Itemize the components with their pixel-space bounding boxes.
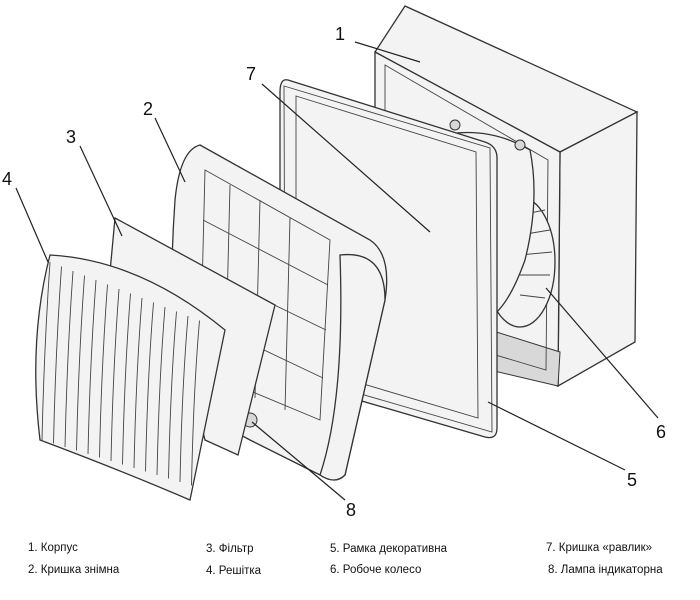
grille-slat bbox=[99, 284, 108, 458]
grille-slat bbox=[191, 320, 200, 486]
grille bbox=[35, 254, 226, 501]
legend-item-6: 6. Робоче колесо bbox=[330, 564, 422, 576]
legend-item-3: 3. Фільтр bbox=[206, 543, 254, 555]
grille-slat bbox=[168, 311, 177, 479]
legend-item-8: 8. Лампа індикаторна bbox=[548, 564, 663, 576]
callout-6: 6 bbox=[656, 422, 666, 442]
legend-item-4: 4. Решітка bbox=[206, 565, 262, 577]
legend-item-2: 2. Кришка знімна bbox=[28, 564, 120, 576]
legend-item-1: 1. Корпус bbox=[28, 542, 78, 554]
callout-7: 7 bbox=[246, 64, 256, 84]
callout-2: 2 bbox=[143, 99, 153, 119]
grille-slat bbox=[64, 270, 74, 448]
leader-lines bbox=[15, 41, 659, 501]
grille-slat bbox=[53, 266, 62, 444]
grille-slat bbox=[41, 261, 51, 441]
grille-slat bbox=[122, 293, 131, 465]
grille-slat bbox=[110, 288, 120, 462]
legend-item-7: 7. Кришка «равлик» bbox=[546, 542, 652, 554]
callout-3: 3 bbox=[66, 127, 76, 147]
grille-slat bbox=[145, 302, 154, 472]
grille-slat bbox=[87, 279, 97, 455]
callout-4: 4 bbox=[2, 169, 12, 189]
callout-5: 5 bbox=[627, 470, 637, 490]
grille-slat bbox=[179, 315, 189, 483]
grille-slat bbox=[76, 275, 85, 451]
grille-slat bbox=[156, 306, 166, 476]
callout-1: 1 bbox=[335, 24, 345, 44]
legend-item-5: 5. Рамка декоративна bbox=[330, 543, 447, 555]
grille-slat bbox=[133, 297, 143, 469]
callout-8: 8 bbox=[346, 500, 356, 520]
